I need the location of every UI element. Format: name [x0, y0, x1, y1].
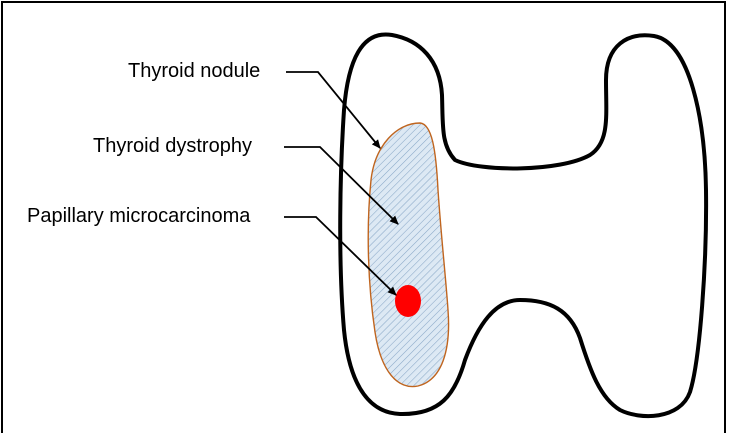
papillary-microcarcinoma-dot — [395, 285, 421, 317]
thyroid-nodule-pointer — [286, 72, 380, 148]
thyroid-dystrophy-label: Thyroid dystrophy — [93, 136, 252, 156]
papillary-microcarcinoma-label: Papillary microcarcinoma — [27, 206, 250, 226]
thyroid-nodule-label: Thyroid nodule — [128, 61, 260, 81]
thyroid-nodule-region — [368, 123, 448, 387]
